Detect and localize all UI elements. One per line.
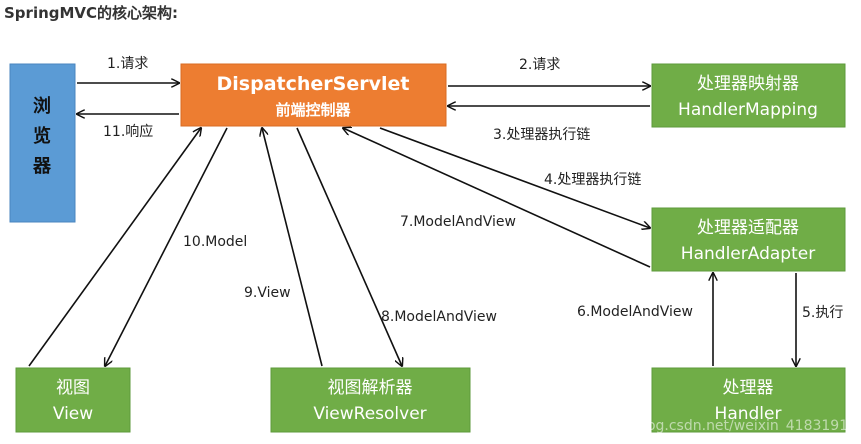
edge-8-arrow (296, 127, 402, 366)
edge-4-label: 4.处理器执行链 (544, 172, 641, 188)
edge-9-label: 9.View (244, 285, 291, 301)
edges (28, 83, 796, 367)
edge-5-label: 5.执行 (802, 305, 843, 321)
diagram-title: SpringMVC的核心架构: (4, 4, 178, 22)
view-resolver-en: ViewResolver (313, 404, 426, 424)
watermark-text: https://blog.csdn.net/weixin_41831919 (584, 418, 857, 434)
edge-7-arrow (343, 128, 651, 268)
edge-1-label: 1.请求 (107, 56, 148, 72)
view-cn: 视图 (56, 378, 90, 398)
browser-label: 浏览器 (32, 95, 52, 177)
edge-10-arrow (105, 127, 228, 366)
edge-11-label: 11.响应 (103, 123, 153, 140)
handler-cn: 处理器 (723, 378, 774, 398)
view-resolver-cn: 视图解析器 (328, 378, 413, 398)
edge-4-arrow (379, 127, 650, 228)
handler-node: 处理器 Handler (651, 367, 846, 433)
handler-mapping-cn: 处理器映射器 (697, 74, 799, 94)
dispatcher-name: DispatcherServlet (217, 73, 410, 95)
edge-9-arrow (262, 128, 323, 367)
edge-2-label: 2.请求 (519, 57, 560, 73)
browser-node: 浏览器 (9, 63, 76, 223)
edge-3-label: 3.处理器执行链 (493, 127, 590, 143)
handler-mapping-en: HandlerMapping (678, 100, 818, 120)
browser-label-char: 器 (32, 156, 52, 177)
dispatcher-cn: 前端控制器 (275, 101, 351, 119)
view-en: View (53, 404, 93, 424)
handler-adapter-en: HandlerAdapter (681, 244, 815, 264)
edge-8-label: 8.ModelAndView (381, 309, 497, 325)
handler-adapter-cn: 处理器适配器 (697, 218, 799, 238)
handler-en: Handler (715, 404, 782, 424)
edge-6-label: 6.ModelAndView (577, 304, 693, 320)
view-node: 视图 View (15, 367, 131, 433)
browser-label-char: 览 (33, 125, 51, 147)
handler-mapping-node: 处理器映射器 HandlerMapping (651, 63, 846, 128)
browser-label-char: 浏 (33, 95, 51, 117)
view-resolver-node: 视图解析器 ViewResolver (270, 367, 471, 433)
edge-10-label: 10.Model (183, 234, 247, 250)
handler-adapter-node: 处理器适配器 HandlerAdapter (651, 207, 846, 272)
dispatcher-node: DispatcherServlet 前端控制器 (180, 63, 447, 127)
edge-11b-arrow (28, 128, 201, 367)
edge-7-label: 7.ModelAndView (400, 214, 516, 230)
